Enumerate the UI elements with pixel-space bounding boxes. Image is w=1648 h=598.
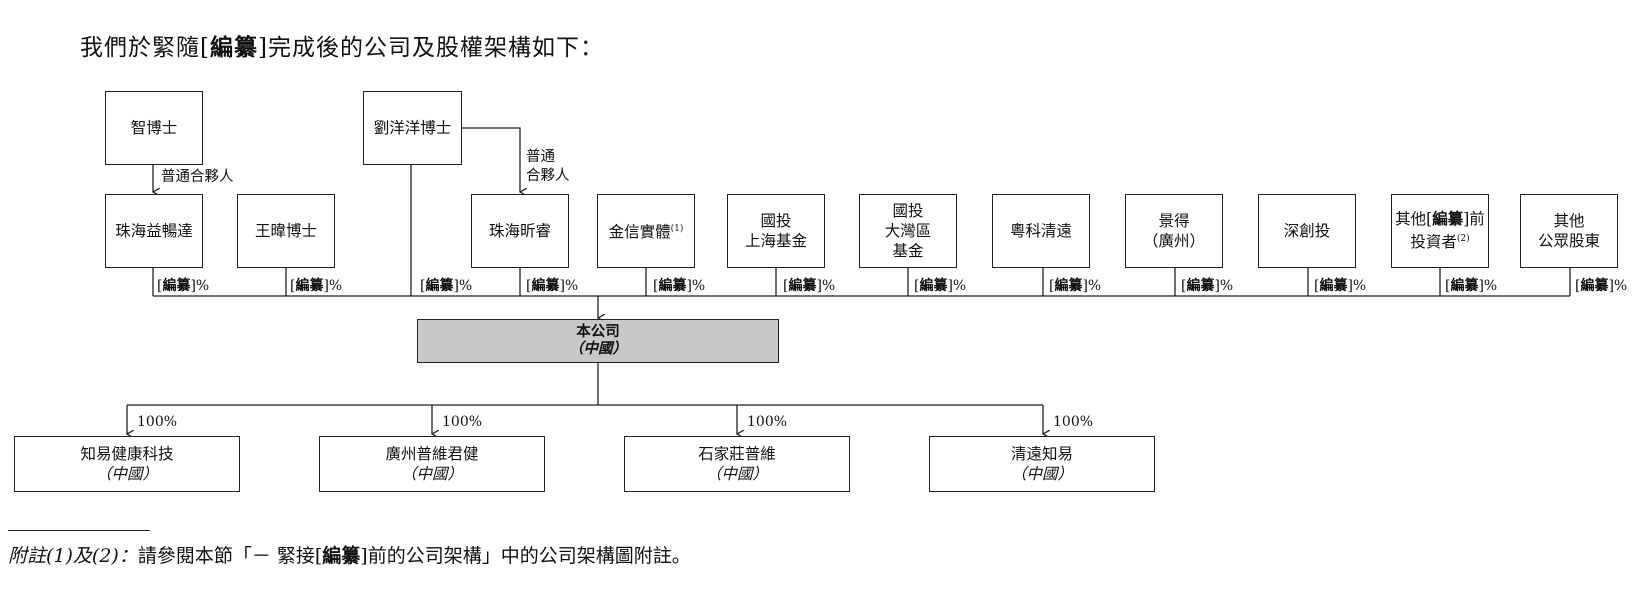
page-heading: 我們於緊隨[編纂]完成後的公司及股權架構如下： [80, 35, 604, 61]
company-name: 本公司 [576, 324, 620, 340]
party-dr-zhi-label: 智博士 [130, 119, 178, 137]
pct-label: [編纂]% [290, 278, 343, 294]
pct-label: [編纂]% [157, 278, 210, 294]
pct-label: [編纂]% [653, 278, 706, 294]
pct-label: [編纂]% [783, 278, 836, 294]
party-dr-zhi-box: 智博士 [105, 91, 203, 165]
party-dr-liu-box: 劉洋洋博士 [363, 91, 462, 165]
company-box: 本公司 （中國） [417, 319, 779, 363]
subsidiary-pct: 100% [1053, 414, 1094, 430]
shareholder-box: 珠海昕睿 [471, 194, 569, 268]
subsidiary-box: 知易健康科技（中國） [14, 436, 240, 492]
subsidiary-pct: 100% [137, 414, 178, 430]
shareholder-box: 其他公眾股東 [1520, 194, 1618, 268]
footnote-divider [8, 530, 150, 531]
shareholder-box: 景得（廣州） [1125, 194, 1223, 268]
subsidiary-box: 廣州普維君健（中國） [319, 436, 545, 492]
subsidiary-pct: 100% [747, 414, 788, 430]
shareholder-box: 金信實體(1) [597, 194, 695, 268]
company-region: （中國） [569, 341, 627, 357]
shareholder-box: 王暐博士 [237, 194, 335, 268]
relationship-gp-label: 普通合夥人 [161, 169, 234, 185]
pct-label: [編纂]% [1049, 278, 1102, 294]
subsidiary-box: 清遠知易（中國） [929, 436, 1155, 492]
pct-label: [編纂]% [1445, 278, 1498, 294]
pct-label: [編纂]% [1314, 278, 1367, 294]
shareholder-box: 國投大灣區基金 [859, 194, 957, 268]
pct-label: [編纂]% [1575, 278, 1628, 294]
shareholder-box: 珠海益暢達 [105, 194, 203, 268]
footnote: 附註(1)及(2)：請參閱本節「－ 緊接[編纂]前的公司架構」中的公司架構圖附註… [8, 545, 691, 567]
pct-label: [編纂]% [914, 278, 967, 294]
subsidiary-pct: 100% [442, 414, 483, 430]
relationship-gp-label-2: 普通合夥人 [526, 149, 570, 184]
pct-label: [編纂]% [420, 278, 473, 294]
subsidiary-box: 石家莊普維（中國） [624, 436, 850, 492]
shareholder-box: 國投上海基金 [727, 194, 825, 268]
shareholder-box: 深創投 [1258, 194, 1356, 268]
shareholder-box: 其他[編纂]前投資者(2) [1391, 194, 1489, 268]
pct-label: [編纂]% [1181, 278, 1234, 294]
shareholder-box: 粵科清遠 [992, 194, 1090, 268]
pct-label: [編纂]% [526, 278, 579, 294]
party-dr-liu-label: 劉洋洋博士 [373, 119, 452, 137]
